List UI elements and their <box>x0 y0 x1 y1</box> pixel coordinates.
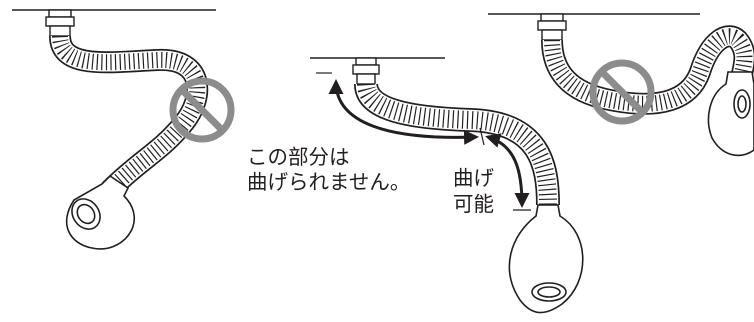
bendable-note: 曲げ 可能 <box>453 165 494 217</box>
right-incorrect-example <box>488 13 754 157</box>
bendable-note-line2: 可能 <box>453 192 494 216</box>
fitting <box>45 9 75 37</box>
flexible-hose <box>541 25 754 115</box>
left-incorrect-example <box>12 9 235 250</box>
spray-head <box>508 204 584 314</box>
non-bendable-note: この部分は 曲げられません。 <box>247 145 410 195</box>
bendable-note-line1: 曲げ <box>453 166 494 190</box>
non-bendable-note-line2: 曲げられません。 <box>247 170 411 194</box>
prohibited-icon <box>589 59 655 125</box>
fitting <box>537 13 567 41</box>
prohibited-icon <box>169 77 235 143</box>
spray-head <box>707 71 754 157</box>
spray-head <box>65 174 136 250</box>
bendable-arrow <box>485 133 530 208</box>
non-bendable-arrow <box>328 79 479 145</box>
fitting <box>352 57 380 85</box>
middle-correct-example <box>310 57 584 314</box>
non-bendable-note-line1: この部分は <box>247 145 350 169</box>
measure-arrows <box>316 72 531 211</box>
